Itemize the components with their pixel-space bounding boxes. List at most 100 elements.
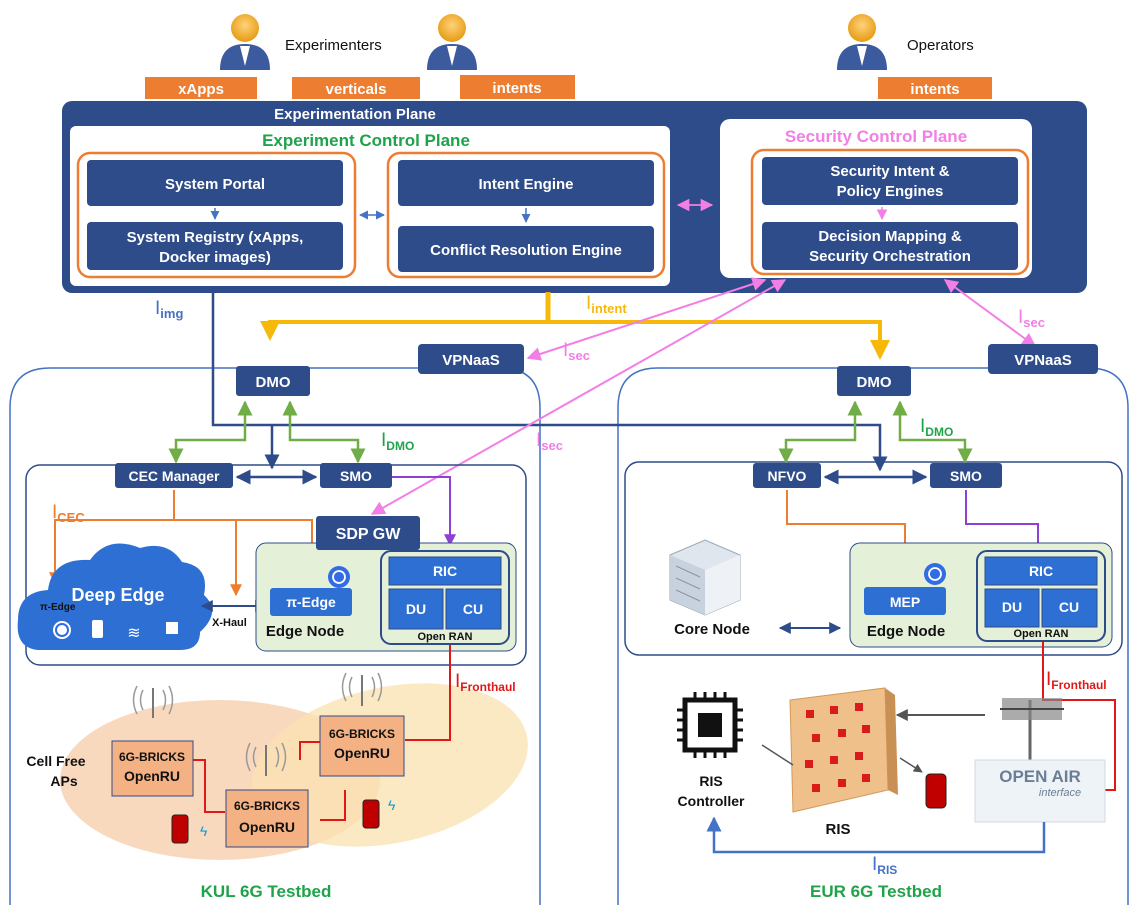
interface-label-dmo: IDMO (381, 430, 414, 453)
svg-text:6G-BRICKS: 6G-BRICKS (234, 799, 300, 813)
svg-text:VPNaaS: VPNaaS (1014, 352, 1072, 369)
svg-text:Policy Engines: Policy Engines (837, 183, 944, 200)
svg-text:IFronthaul: IFronthaul (455, 671, 516, 694)
experimenter-icon (427, 14, 477, 70)
experimenter-icon (220, 14, 270, 70)
conflict-resolution-engine-box: Conflict Resolution Engine (398, 226, 654, 272)
svg-text:Iintent: Iintent (586, 293, 627, 316)
xapps-input: xApps (145, 77, 257, 99)
svg-text:DU: DU (1002, 599, 1022, 615)
svg-text:Security Orchestration: Security Orchestration (809, 248, 971, 265)
kubernetes-icon (924, 563, 946, 585)
svg-text:SMO: SMO (950, 468, 982, 484)
interface-label-fronthaul: IFronthaul (455, 671, 516, 694)
x-haul-label: X-Haul (212, 617, 247, 629)
deep-edge-cloud: Deep Edge π-Edge ≋ (17, 543, 213, 650)
svg-text:CU: CU (463, 601, 483, 617)
svg-text:VPNaaS: VPNaaS (442, 352, 500, 369)
wifi-icon: ≋ (127, 625, 140, 642)
interface-label-ris: IRIS (872, 854, 897, 877)
svg-text:≋: ≋ (127, 625, 140, 642)
svg-text:interface: interface (1039, 787, 1081, 799)
svg-text:Decision Mapping &: Decision Mapping & (818, 228, 962, 245)
sdp-gw-box: SDP GW (316, 516, 420, 550)
server-icon (166, 622, 178, 634)
decision-mapping-orchestration-box: Decision Mapping & Security Orchestratio… (762, 222, 1018, 270)
svg-text:Docker images): Docker images) (159, 249, 271, 266)
interface-label-sec: Isec (1018, 307, 1045, 330)
kul-open-ran (380, 550, 510, 645)
core-node-label: Core Node (674, 621, 750, 638)
antenna-icon (341, 672, 383, 706)
svg-text:6G-BRICKS: 6G-BRICKS (119, 750, 185, 764)
intents-input-experimenters: intents (460, 75, 575, 99)
svg-text:DMO: DMO (256, 374, 291, 391)
svg-text:OpenRU: OpenRU (334, 745, 390, 761)
intents-input-operators: intents (878, 77, 992, 99)
antenna-icon (132, 685, 174, 718)
svg-text:OpenRU: OpenRU (239, 819, 295, 835)
pi-edge-box: π-Edge (270, 588, 352, 616)
kubernetes-icon (53, 621, 71, 639)
svg-text:Isec: Isec (563, 340, 590, 363)
eur-du-box: DU (984, 588, 1040, 628)
kubernetes-icon (328, 566, 350, 588)
svg-text:Conflict Resolution Engine: Conflict Resolution Engine (430, 242, 622, 259)
svg-text:6G-BRICKS: 6G-BRICKS (329, 727, 395, 741)
eur-vpnaas-box: VPNaaS (988, 344, 1098, 374)
phone-icon (362, 799, 380, 829)
kul-du-box: DU (388, 588, 444, 630)
interface-label-img: Iimg (155, 298, 183, 321)
cell-free-label: APs (50, 773, 77, 789)
kul-smo-box: SMO (320, 463, 392, 488)
phone-icon (925, 773, 947, 809)
kul-open-ran-label: Open RAN (418, 631, 473, 643)
svg-text:IDMO: IDMO (920, 416, 953, 439)
mep-box: MEP (864, 587, 946, 615)
svg-text:verticals: verticals (326, 81, 387, 98)
svg-text:Intent Engine: Intent Engine (479, 176, 574, 193)
svg-text:ϟ: ϟ (388, 797, 396, 813)
svg-text:System Portal: System Portal (165, 176, 265, 193)
nfvo-box: NFVO (753, 463, 821, 488)
signal-icon: ϟ (388, 797, 396, 813)
svg-text:CU: CU (1059, 599, 1079, 615)
interface-label-intent: Iintent (586, 293, 627, 316)
ris-controller-label: RIS (699, 773, 722, 789)
cec-manager-box: CEC Manager (115, 463, 233, 488)
interface-label-sec: Isec (536, 430, 563, 453)
svg-text:π-Edge: π-Edge (40, 602, 76, 613)
kul-cu-box: CU (445, 588, 502, 630)
open-air-interface-logo: OPEN AIR interface (974, 759, 1106, 823)
svg-text:SMO: SMO (340, 468, 372, 484)
eur-ric-box: RIC (984, 556, 1098, 586)
verticals-input: verticals (292, 77, 420, 99)
svg-text:System Registry (xApps,: System Registry (xApps, (127, 229, 304, 246)
experimentation-plane-title: Experimentation Plane (274, 106, 436, 123)
device-icon (92, 620, 103, 638)
svg-text:Isec: Isec (1018, 307, 1045, 330)
svg-text:intents: intents (910, 81, 959, 98)
signal-icon: ϟ (200, 823, 208, 839)
svg-text:CEC Manager: CEC Manager (128, 468, 220, 484)
svg-text:IDMO: IDMO (381, 430, 414, 453)
svg-text:SDP GW: SDP GW (336, 526, 402, 543)
security-control-plane-title: Security Control Plane (785, 127, 967, 146)
kul-ric-box: RIC (388, 556, 502, 586)
interface-label-sec: Isec (563, 340, 590, 363)
svg-text:intents: intents (492, 80, 541, 97)
phone-icon (171, 814, 189, 844)
svg-text:RIC: RIC (433, 563, 457, 579)
svg-text:xApps: xApps (178, 81, 224, 98)
interface-label-dmo: IDMO (920, 416, 953, 439)
security-intent-policy-engines-box: Security Intent & Policy Engines (762, 157, 1018, 205)
svg-text:OPEN AIR: OPEN AIR (999, 767, 1081, 786)
eur-testbed-label: EUR 6G Testbed (810, 882, 942, 901)
openru-box: 6G-BRICKS OpenRU (225, 789, 309, 848)
eur-infrastructure-domain (624, 461, 1123, 656)
ris-controller-label: Controller (678, 793, 745, 809)
svg-text:IFronthaul: IFronthaul (1046, 669, 1107, 692)
svg-text:DMO: DMO (857, 374, 892, 391)
kul-infrastructure-domain (25, 464, 527, 666)
svg-text:Deep Edge: Deep Edge (71, 585, 164, 605)
